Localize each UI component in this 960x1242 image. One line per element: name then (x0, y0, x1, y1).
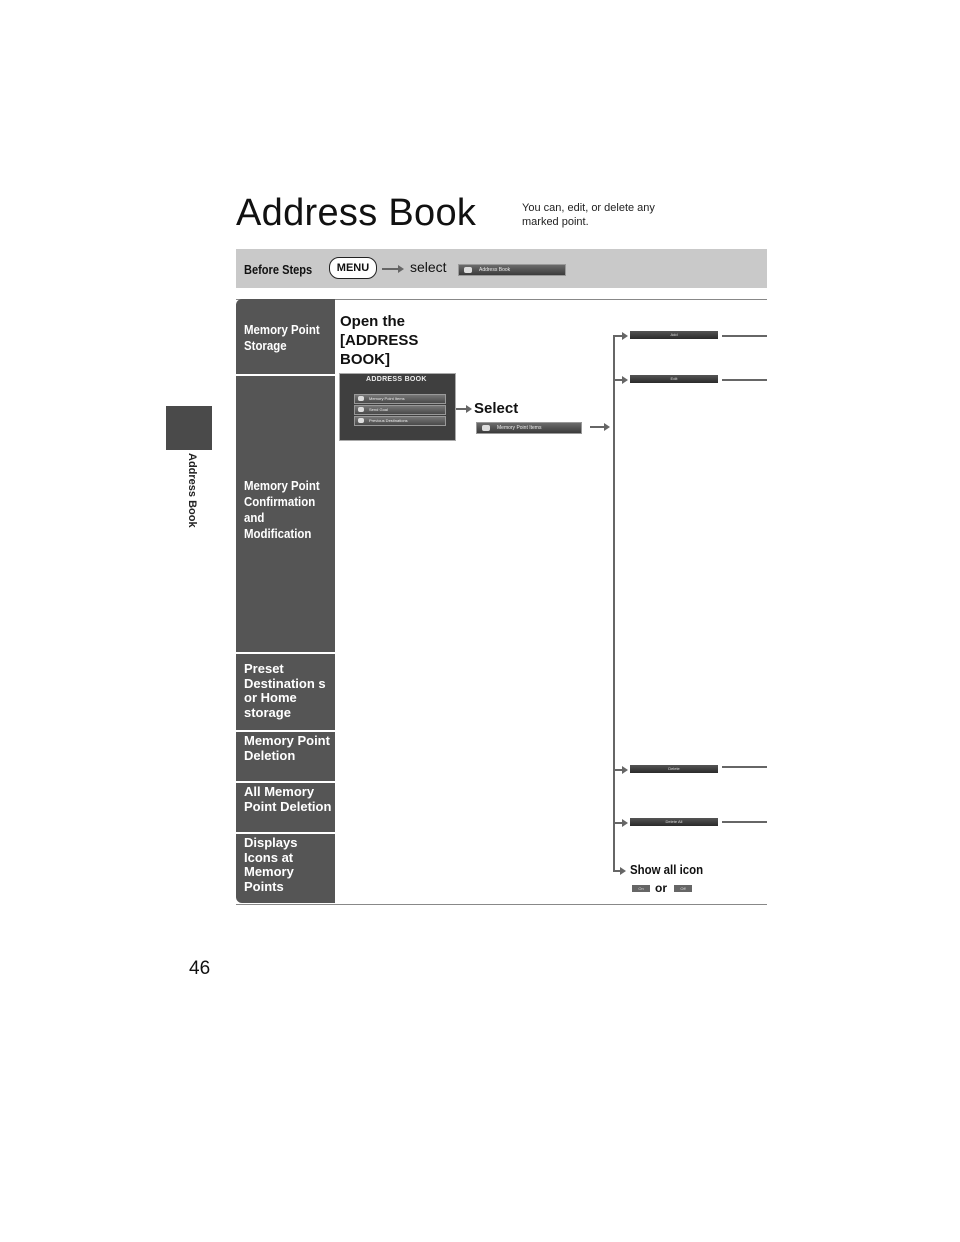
row-divider (236, 652, 335, 654)
row-label-memory-point-confirmation: Memory Point Confirmation and Modificati… (244, 478, 320, 541)
goal-icon (358, 407, 364, 412)
or-word: or (655, 881, 667, 895)
arrow-icon (466, 405, 472, 413)
procedure-table (236, 299, 767, 905)
edit-screen-button: Edit (630, 375, 718, 383)
arrow-icon (622, 819, 628, 827)
chapter-tab (166, 406, 212, 450)
arrow-icon (622, 376, 628, 384)
arrow-line (590, 426, 604, 428)
select-step: Select (474, 400, 519, 417)
page-number: 46 (189, 958, 211, 979)
branch-line (722, 821, 767, 823)
task-column (236, 299, 335, 903)
before-steps-label: Before Steps (244, 262, 313, 277)
memory-point-icon (358, 396, 364, 401)
arrow-line (456, 408, 468, 410)
open-address-book-step: Open the [ADDRESS BOOK] (340, 313, 419, 368)
row-divider (236, 374, 335, 376)
delete-all-screen-button: Delete All (630, 818, 718, 826)
arrow-icon (398, 265, 404, 273)
arrow-line (382, 268, 400, 270)
add-screen-button: Add (630, 331, 718, 339)
previous-destinations-icon (358, 418, 364, 423)
row-label-displays-icons: Displays Icons at Memory Points (244, 835, 298, 894)
row-label-memory-point-storage: Memory Point Storage (244, 322, 320, 353)
intro-text: You can, edit, or delete any marked poin… (522, 202, 655, 228)
row-divider (236, 832, 335, 834)
show-all-icon-label: Show all icon (630, 862, 704, 877)
on-button: On (632, 885, 650, 892)
row-divider (236, 781, 335, 783)
branch-line (722, 766, 767, 768)
branch-line (722, 335, 767, 337)
send-goal-button: Send Goal (354, 405, 446, 415)
branch-line (613, 870, 623, 872)
chapter-label: Address Book (186, 453, 198, 528)
branch-line (613, 379, 623, 381)
row-divider (236, 730, 335, 732)
arrow-icon (622, 332, 628, 340)
delete-screen-button: Delete (630, 765, 718, 773)
memory-point-items-screen-button: Memory Point Items (476, 422, 582, 434)
previous-destinations-button: Previous Destinations (354, 416, 446, 426)
off-button: Off (674, 885, 692, 892)
row-label-all-memory-point-deletion: All Memory Point Deletion (244, 784, 332, 814)
screen-header: ADDRESS BOOK (366, 376, 427, 383)
address-book-screen-button: Address Book (458, 264, 566, 276)
arrow-icon (620, 867, 626, 875)
menu-key: MENU (329, 257, 377, 279)
arrow-icon (604, 423, 610, 431)
branch-line (613, 822, 623, 824)
branch-trunk (613, 335, 615, 871)
address-book-screen: ADDRESS BOOK Memory Point Items Send Goa… (339, 373, 456, 441)
select-word: select (410, 259, 447, 275)
branch-line (722, 379, 767, 381)
branch-line (613, 769, 623, 771)
arrow-icon (622, 766, 628, 774)
address-book-icon (464, 267, 472, 273)
page-title: Address Book (236, 192, 477, 234)
row-label-preset-destinations: Preset Destination s or Home storage (244, 661, 326, 720)
row-label-memory-point-deletion: Memory Point Deletion (244, 733, 330, 763)
branch-line (613, 335, 623, 337)
memory-point-icon (482, 425, 490, 431)
memory-point-items-button: Memory Point Items (354, 394, 446, 404)
